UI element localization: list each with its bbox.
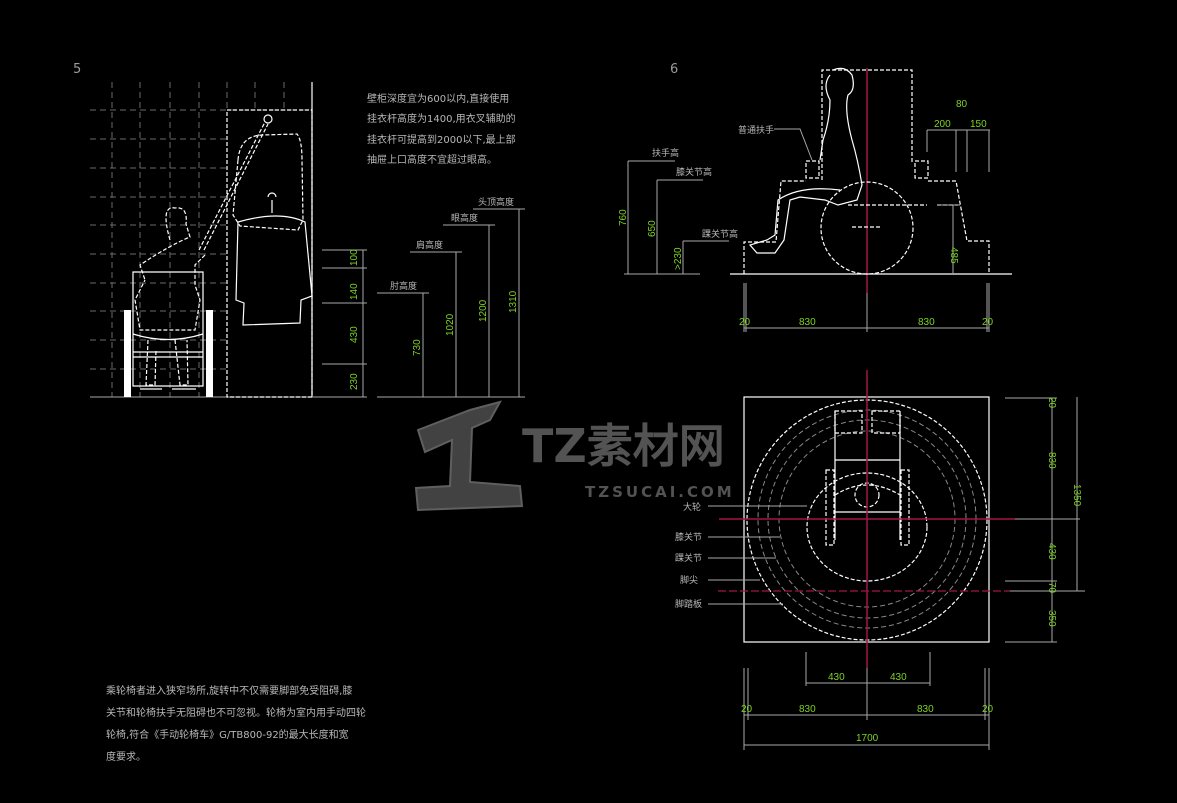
- watermark-url: TZSUCAI.COM: [585, 483, 735, 501]
- dim-text: 350: [1046, 610, 1057, 627]
- dim-text: 830: [1046, 452, 1057, 469]
- dim-text: 20: [982, 704, 994, 715]
- dim-text: 430: [349, 326, 360, 343]
- ankle-height-label: 踝关节高: [702, 228, 738, 240]
- dim-text: 20: [982, 317, 994, 328]
- dim-text: 80: [956, 99, 968, 110]
- dim-text: 760: [618, 209, 629, 226]
- dim-text: 430: [1046, 543, 1057, 560]
- note-line: 关节和轮椅扶手无阻碍也不可忽视。轮椅为室内用手动四轮: [106, 706, 366, 719]
- right-dims: 485 80 200 150: [926, 99, 990, 274]
- dim-text: 830: [918, 317, 935, 328]
- watermark-logo-icon: [414, 400, 524, 512]
- toe-label: 脚尖: [680, 574, 698, 586]
- dim-text: 1700: [856, 733, 879, 744]
- seated-person-side: [748, 67, 863, 254]
- section-5: 5 壁柜深度宜为600以内,直接使用 挂衣杆高度为1400,用衣叉辅助的 挂衣杆…: [73, 62, 525, 398]
- axis-marks: [848, 204, 958, 228]
- note-line: 度要求。: [106, 750, 146, 763]
- turning-plan: 大轮 膝关节 踝关节 脚尖 脚踏板 20 830 1350 430 70 350…: [675, 370, 1085, 750]
- footrest-label: 脚踏板: [675, 598, 702, 610]
- armrest-box: [914, 160, 929, 179]
- dim-text: 1200: [478, 299, 489, 322]
- knee-height-label: 膝关节高: [676, 166, 712, 178]
- dim-text: 140: [349, 283, 360, 300]
- wheel-turning-circle: [806, 472, 928, 582]
- bottom-note: 乘轮椅者进入狭窄场所,旋转中不仅需要脚部免受阻碍,膝 关节和轮椅扶手无阻碍也不可…: [106, 684, 366, 763]
- section-6-number: 6: [670, 62, 678, 77]
- ankle-joint-label: 踝关节: [675, 552, 702, 564]
- eye-height-label: 眼高度: [451, 212, 478, 224]
- hanging-garment: [198, 114, 313, 326]
- note-line: 壁柜深度宜为600以内,直接使用: [367, 92, 509, 105]
- dim-text: 150: [970, 119, 987, 130]
- plan-right-dims: 20 830 1350 430 70 350: [1005, 397, 1085, 643]
- note-line: 轮椅,符合《手动轮椅车》G/TB800-92的最大长度和宽: [106, 728, 349, 741]
- note-line: 乘轮椅者进入狭窄场所,旋转中不仅需要脚部免受阻碍,膝: [106, 684, 352, 697]
- wheelchair-user-front: [124, 207, 213, 397]
- dim-text: 1310: [508, 290, 519, 313]
- watermark-brand: TZ素材网: [522, 419, 725, 473]
- knee-joint-label: 膝关节: [675, 531, 702, 543]
- dim-text: >230: [673, 247, 684, 270]
- right-wheel: [206, 310, 213, 397]
- wardrobe-outline: [226, 109, 313, 398]
- stack-dimension: 100 140 430 230: [312, 249, 367, 398]
- section-5-note: 壁柜深度宜为600以内,直接使用 挂衣杆高度为1400,用衣叉辅助的 挂衣杆可提…: [367, 92, 516, 166]
- dim-text: 485: [948, 247, 959, 264]
- elbow-height-label: 肘高度: [390, 280, 417, 292]
- plan-labels: 大轮 膝关节 踝关节 脚尖 脚踏板: [675, 501, 807, 610]
- plan-bottom-dims: 430 430 20 830 830 20 1700: [741, 652, 994, 750]
- dim-text: 200: [934, 119, 951, 130]
- dim-text: 230: [349, 373, 360, 390]
- armrest-box: [805, 160, 820, 179]
- dim-text: 20: [741, 704, 753, 715]
- note-line: 抽屉上口高度不宜超过眼高。: [367, 153, 497, 166]
- left-height-dims: 扶手高 膝关节高 踝关节高 760 650 >230: [618, 147, 738, 275]
- body-height-dimensions: 肘高度 肩高度 眼高度 头顶高度 730 1020 1200 1310: [377, 196, 525, 398]
- section-5-number: 5: [73, 62, 81, 77]
- armrest-label: 普通扶手: [738, 124, 774, 136]
- dim-text: 20: [739, 317, 751, 328]
- head-height-label: 头顶高度: [478, 196, 514, 208]
- dim-text: 730: [412, 339, 423, 356]
- armrest-callout: 普通扶手: [738, 124, 813, 161]
- dim-text: 20: [1046, 397, 1057, 409]
- big-wheel-label: 大轮: [683, 501, 701, 513]
- reach-grid: [90, 82, 312, 397]
- dim-text: 430: [890, 672, 907, 683]
- watermark: TZ素材网 TZSUCAI.COM: [414, 400, 735, 512]
- note-line: 挂衣杆高度为1400,用衣叉辅助的: [367, 112, 516, 125]
- wheel-circle: [820, 181, 914, 275]
- section-6-elevation: 6 普通扶手 扶手高 膝关节高 踝关节高 760 650 >230 485 80: [618, 62, 1012, 332]
- bottom-dims: 20 830 830 20: [739, 283, 994, 332]
- dim-text: 100: [349, 249, 360, 266]
- dim-text: 1350: [1071, 484, 1082, 507]
- armrest-height-label: 扶手高: [652, 147, 679, 159]
- dim-text: 830: [799, 704, 816, 715]
- dim-text: 430: [828, 672, 845, 683]
- dim-text: 830: [799, 317, 816, 328]
- dim-text: 70: [1046, 582, 1057, 594]
- dim-text: 650: [647, 220, 658, 237]
- dim-text: 1020: [445, 313, 456, 336]
- shoulder-height-label: 肩高度: [416, 239, 443, 251]
- left-wheel: [124, 310, 131, 397]
- dim-text: 830: [917, 704, 934, 715]
- turning-envelope: [743, 69, 990, 274]
- note-line: 挂衣杆可提高到2000以下,最上部: [367, 133, 516, 146]
